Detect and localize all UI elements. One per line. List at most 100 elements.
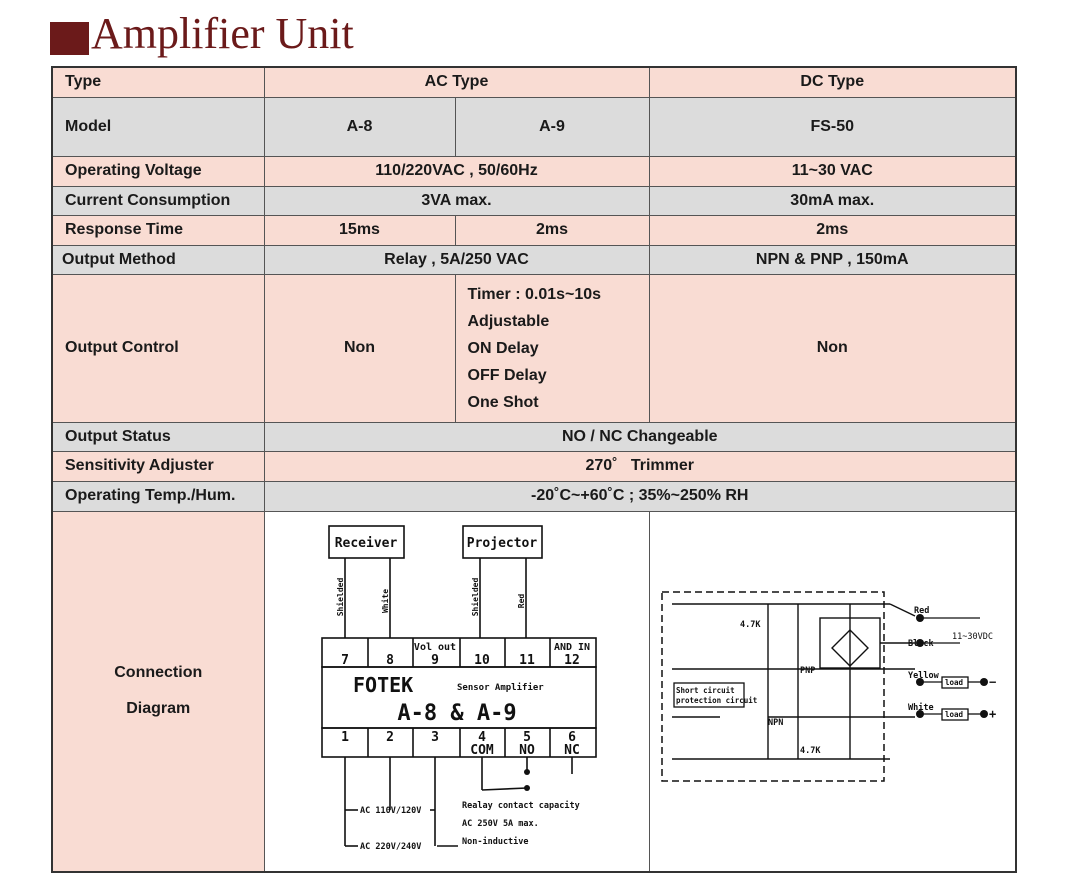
table-row: Output Method Relay , 5A/250 VAC NPN & P… xyxy=(51,244,1017,275)
header-ac-type: AC Type xyxy=(263,66,650,98)
cell-model-a8: A-8 xyxy=(263,96,456,157)
control-line: Timer : 0.01s~10s xyxy=(467,285,602,303)
cell-model-a9: A-9 xyxy=(454,96,650,157)
row-label-output-status: Output Status xyxy=(51,421,265,452)
table-row: Model A-8 A-9 FS-50 xyxy=(51,96,1017,157)
relay-capacity-label: Realay contact capacity xyxy=(462,800,580,811)
cell-response-dc: 2ms xyxy=(648,214,1017,246)
control-line: ON Delay xyxy=(467,339,539,357)
row-label-sensitivity: Sensitivity Adjuster xyxy=(51,450,265,482)
receiver-label: Receiver xyxy=(334,536,397,551)
cell-response-a9: 2ms xyxy=(454,214,650,246)
vol-out-label: Vol out xyxy=(413,642,455,653)
relay-rating-label: AC 250V 5A max. xyxy=(462,819,539,829)
terminal-label: 3 xyxy=(431,730,439,745)
wire-label: Red xyxy=(517,593,526,608)
spec-table: Type AC Type DC Type Model A-8 A-9 FS-50… xyxy=(51,66,1017,873)
amplifier-model-label: A-8 & A-9 xyxy=(397,701,516,726)
cell-sensitivity: 270˚ Trimmer xyxy=(263,450,1017,482)
and-in-label: AND IN xyxy=(553,642,589,653)
minus-terminal-label: − xyxy=(989,675,996,689)
protection-circuit-label: protection circuit xyxy=(676,696,757,705)
ac-wiring-diagram: Receiver Projector Shielded White Shield… xyxy=(320,524,597,852)
sensor-amplifier-label: Sensor Amplifier xyxy=(457,682,544,693)
dc-wiring-diagram-cell: Red Black 11~30VDC Yellow White load loa… xyxy=(648,510,1017,872)
cell-voltage-ac: 110/220VAC , 50/60Hz xyxy=(263,155,650,187)
cell-output-control-a9: Timer : 0.01s~10s Adjustable ON Delay OF… xyxy=(454,273,650,423)
cell-model-dc: FS-50 xyxy=(648,96,1017,157)
control-line: OFF Delay xyxy=(467,366,547,384)
table-row: Current Consumption 3VA max. 30mA max. xyxy=(51,185,1017,216)
short-circuit-label: Short circuit xyxy=(676,686,735,695)
row-label-temp: Operating Temp./Hum. xyxy=(51,480,265,512)
cell-temp: -20˚C~+60˚C ; 35%~250% RH xyxy=(263,480,1017,512)
cell-current-dc: 30mA max. xyxy=(648,185,1017,216)
row-label-model: Model xyxy=(51,96,265,157)
wire-label: White xyxy=(380,588,390,612)
com-label: COM xyxy=(470,743,494,758)
wire-white-label: White xyxy=(908,702,934,713)
cell-output-method-ac: Relay , 5A/250 VAC xyxy=(263,244,650,275)
table-row: Operating Temp./Hum. -20˚C~+60˚C ; 35%~2… xyxy=(51,480,1017,512)
table-row: Sensitivity Adjuster 270˚ Trimmer xyxy=(51,450,1017,482)
brand-logo: FOTEK xyxy=(353,673,413,697)
resistor-label: 4.7K xyxy=(740,620,761,630)
terminal-label: 4 xyxy=(478,730,486,745)
connection-label-line: Diagram xyxy=(126,700,191,717)
terminal-label: 7 xyxy=(341,653,349,668)
terminal-label: 5 xyxy=(523,730,531,745)
supply-voltage-label: 11~30VDC xyxy=(952,632,993,642)
table-row: Operating Voltage 110/220VAC , 50/60Hz 1… xyxy=(51,155,1017,187)
control-line: One Shot xyxy=(467,393,539,411)
npn-label: NPN xyxy=(768,718,783,728)
wire-yellow-label: Yellow xyxy=(908,671,940,681)
row-label-voltage: Operating Voltage xyxy=(51,155,265,187)
resistor-label: 4.7K xyxy=(800,746,821,756)
table-row: Output Status NO / NC Changeable xyxy=(51,421,1017,452)
cell-output-method-dc: NPN & PNP , 150mA xyxy=(648,244,1017,275)
nc-label: NC xyxy=(564,743,580,758)
ac-low-label: AC 110V/120V xyxy=(360,806,421,816)
terminal-label: 9 xyxy=(431,653,439,668)
header-type: Type xyxy=(51,66,265,98)
terminal-label: 11 xyxy=(519,653,535,668)
terminal-label: 12 xyxy=(564,653,580,668)
table-row: Response Time 15ms 2ms 2ms xyxy=(51,214,1017,246)
dc-wiring-diagram: Red Black 11~30VDC Yellow White load loa… xyxy=(660,590,996,782)
row-label-connection: Connection Diagram xyxy=(51,510,265,872)
cell-output-status: NO / NC Changeable xyxy=(263,421,1017,452)
control-line: Adjustable xyxy=(467,312,550,330)
wire-red-label: Red xyxy=(914,606,929,616)
terminal-label: 10 xyxy=(474,653,490,668)
cell-output-control-dc: Non xyxy=(648,273,1017,423)
terminal-label: 1 xyxy=(341,730,349,745)
pnp-label: PNP xyxy=(800,666,815,676)
table-row: Output Control Non Timer : 0.01s~10s Adj… xyxy=(51,273,1017,423)
row-label-current: Current Consumption xyxy=(51,185,265,216)
table-row: Connection Diagram xyxy=(51,510,1017,872)
cell-response-a8: 15ms xyxy=(263,214,456,246)
load-label: load xyxy=(945,710,963,719)
wire-black-label: Black xyxy=(908,639,934,649)
wire-label: Shielded xyxy=(335,577,345,616)
projector-label: Projector xyxy=(466,536,537,551)
row-label-response: Response Time xyxy=(51,214,265,246)
relay-type-label: Non-inductive xyxy=(462,836,529,847)
ac-high-label: AC 220V/240V xyxy=(360,842,421,852)
page-title: Amplifier Unit xyxy=(50,10,354,58)
row-label-output-method: Output Method xyxy=(51,244,265,275)
title-square-icon xyxy=(50,21,89,55)
load-label: load xyxy=(945,678,963,687)
wire-label: Shielded xyxy=(470,577,480,616)
cell-current-ac: 3VA max. xyxy=(263,185,650,216)
cell-voltage-dc: 11~30 VAC xyxy=(648,155,1017,187)
ac-wiring-diagram-cell: Receiver Projector Shielded White Shield… xyxy=(263,510,650,872)
no-label: NO xyxy=(519,743,535,758)
title-text: Amplifier Unit xyxy=(91,9,354,58)
terminal-label: 2 xyxy=(386,730,394,745)
circuit-boundary xyxy=(660,590,885,782)
terminal-label: 8 xyxy=(386,653,394,668)
header-dc-type: DC Type xyxy=(648,66,1017,98)
plus-terminal-label: + xyxy=(989,707,996,721)
row-label-output-control: Output Control xyxy=(51,273,265,423)
